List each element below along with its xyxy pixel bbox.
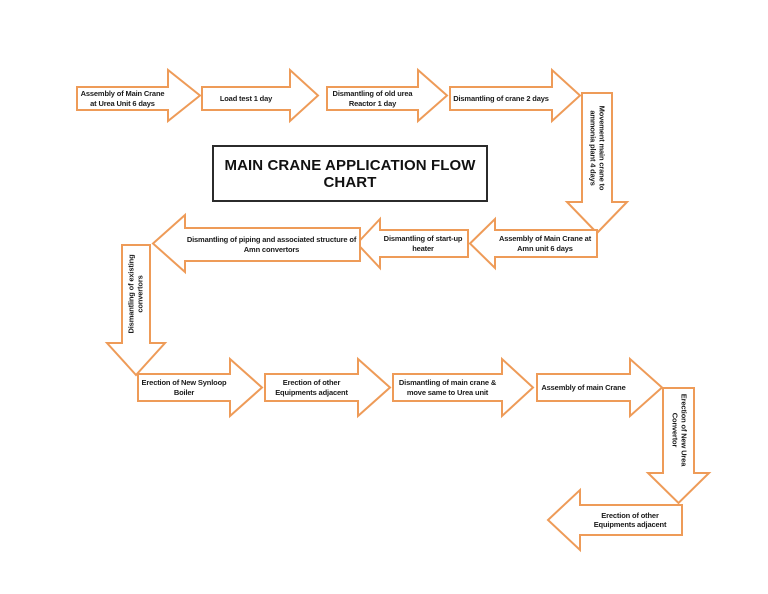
- flow-step-label: Assembly of Main Crane at Amn unit 6 day…: [498, 234, 592, 253]
- arrow-down-shape: [564, 92, 630, 235]
- flow-step-label: Load test 1 day: [219, 93, 273, 103]
- flow-step-12: Dismantling of main crane & move same to…: [392, 356, 535, 419]
- arrow-right-shape: [536, 356, 664, 419]
- arrow-down-shape: [104, 244, 168, 377]
- flow-step-8: Dismantling of piping and associated str…: [151, 212, 361, 275]
- arrow-left-shape: [546, 487, 683, 553]
- flow-step-label: Dismantling of main crane & move same to…: [398, 378, 497, 397]
- flow-step-label: Erection of other Equipments adjacent: [275, 378, 348, 397]
- arrow-down-shape: [645, 387, 712, 505]
- flow-step-9: Dismantling of existing convertors: [104, 244, 168, 377]
- flow-step-3: Dismantling of old urea Reactor 1 day: [326, 67, 449, 124]
- arrow-left-shape: [355, 216, 469, 271]
- arrow-right-shape: [76, 67, 202, 124]
- flow-step-label: Erection of New Synloop Boiler: [141, 378, 227, 397]
- flow-step-label: Dismantling of start-up heater: [383, 234, 463, 253]
- flow-step-6: Assembly of Main Crane at Amn unit 6 day…: [468, 216, 598, 271]
- flow-step-label: Dismantling of piping and associated str…: [186, 235, 357, 254]
- flow-step-label: Movement main crane to ammonia plant 4 d…: [588, 105, 607, 191]
- flow-step-label: Erection of other Equipments adjacent: [593, 510, 667, 529]
- flow-step-label: Assembly of main Crane: [541, 382, 626, 392]
- flow-step-2: Load test 1 day: [201, 67, 320, 124]
- flow-step-10: Erection of New Synloop Boiler: [137, 356, 264, 419]
- flow-step-14: Erection of New Urea Convertor: [645, 387, 712, 505]
- flow-step-15: Erection of other Equipments adjacent: [546, 487, 683, 553]
- arrow-left-shape: [468, 216, 598, 271]
- flow-step-7: Dismantling of start-up heater: [355, 216, 469, 271]
- flow-step-11: Erection of other Equipments adjacent: [264, 356, 392, 419]
- flow-step-5: Movement main crane to ammonia plant 4 d…: [564, 92, 630, 235]
- flow-step-label: Dismantling of old urea Reactor 1 day: [332, 89, 413, 108]
- arrow-right-shape: [201, 67, 320, 124]
- flow-step-label: Dismantling of existing convertors: [126, 254, 145, 334]
- arrow-right-shape: [137, 356, 264, 419]
- arrow-left-shape: [151, 212, 361, 275]
- arrow-right-shape: [326, 67, 449, 124]
- chart-title: MAIN CRANE APPLICATION FLOW CHART: [224, 156, 476, 191]
- arrow-right-shape: [264, 356, 392, 419]
- arrow-right-shape: [449, 67, 582, 124]
- flow-step-4: Dismantling of crane 2 days: [449, 67, 582, 124]
- flow-step-1: Assembly of Main Crane at Urea Unit 6 da…: [76, 67, 202, 124]
- arrow-right-shape: [392, 356, 535, 419]
- chart-title-box: MAIN CRANE APPLICATION FLOW CHART: [212, 145, 488, 202]
- flow-step-label: Dismantling of crane 2 days: [453, 93, 549, 103]
- flow-step-13: Assembly of main Crane: [536, 356, 664, 419]
- flow-step-label: Erection of New Urea Convertor: [669, 393, 688, 467]
- flow-step-label: Assembly of Main Crane at Urea Unit 6 da…: [80, 89, 165, 108]
